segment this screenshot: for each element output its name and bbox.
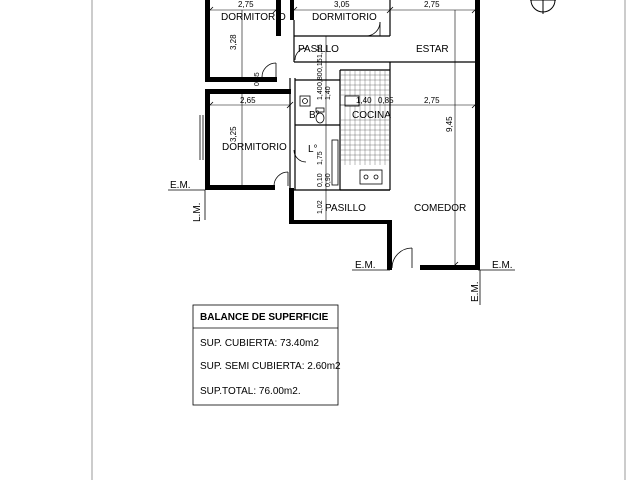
dim-lav-h2: 0,10 xyxy=(317,173,324,187)
room-label-dormitorio-lower: DORMITORIO xyxy=(222,142,287,153)
dimension-ticks xyxy=(206,6,479,269)
room-label-comedor: COMEDOR xyxy=(414,203,466,214)
dim-pasillo-h: 1,05 xyxy=(317,44,324,58)
window-markers xyxy=(199,115,204,160)
room-label-dormitorio-top-left: DORMITORIO xyxy=(221,12,286,23)
dim-small-b: 1,40 xyxy=(325,86,332,100)
dim-right-width: 2,75 xyxy=(424,96,440,105)
dim-lower-left: 2,65 xyxy=(240,96,256,105)
surface-balance-table xyxy=(192,304,339,406)
dim-dorm-height: 3,28 xyxy=(229,34,238,50)
dim-top-mid: 3,05 xyxy=(334,0,350,9)
laundry-icon xyxy=(331,139,339,186)
dim-cocina-w1: 1,40 xyxy=(356,96,372,105)
room-label-bano: B° xyxy=(309,110,320,121)
room-label-lavadero: L° xyxy=(308,144,318,155)
dim-mid-v1: 0,85 xyxy=(254,72,261,86)
toilet-icon xyxy=(315,107,325,124)
dim-total-height: 9,45 xyxy=(445,116,454,132)
door-swings xyxy=(261,21,413,269)
dim-lower-dorm-height: 3,25 xyxy=(229,126,238,142)
label-lm-left: L.M. xyxy=(192,203,203,222)
dim-top-right: 2,75 xyxy=(424,0,440,9)
room-label-cocina: COCINA xyxy=(352,110,391,121)
kitchen-stove-icon xyxy=(359,169,383,185)
balance-total: SUP.TOTAL: 76.00m2. xyxy=(200,386,301,397)
label-em-mid: E.M. xyxy=(355,260,376,271)
label-em-left: E.M. xyxy=(170,180,191,191)
dim-pasillo-bottom-h: 1,02 xyxy=(317,200,324,214)
kitchen-sink-icon xyxy=(344,95,360,107)
dimension-lines xyxy=(210,9,475,265)
balance-semi-cubierta: SUP. SEMI CUBIERTA: 2.60m2 xyxy=(200,361,341,372)
dim-small-a: 0,80 xyxy=(317,72,324,86)
boundary-lines xyxy=(168,189,515,305)
exterior-walls xyxy=(205,0,480,270)
balance-cubierta: SUP. CUBIERTA: 73.40m2 xyxy=(200,338,319,349)
washbasin-icon xyxy=(299,95,311,107)
label-em-vertical: E.M. xyxy=(470,281,481,302)
room-label-dormitorio-top-mid: DORMITORIO xyxy=(312,12,377,23)
dim-mid-v2: 1,40 xyxy=(317,86,324,100)
room-label-pasillo-bottom: PASILLO xyxy=(325,203,366,214)
balance-title: BALANCE DE SUPERFICIE xyxy=(200,312,329,323)
room-label-estar: ESTAR xyxy=(416,44,449,55)
dim-cocina-w2: 0,85 xyxy=(378,96,394,105)
north-arrow-icon xyxy=(530,0,556,14)
room-label-pasillo-top: PASILLO xyxy=(298,44,339,55)
dim-lav-h: 1,75 xyxy=(317,151,324,165)
label-em-right: E.M. xyxy=(492,260,513,271)
interior-walls xyxy=(289,0,475,191)
dim-pasillo-h2: 0,15 xyxy=(317,58,324,72)
kitchen-tile-grid xyxy=(340,70,390,165)
dim-small-c: 0,90 xyxy=(325,173,332,187)
dim-top-left: 2,75 xyxy=(238,0,254,9)
